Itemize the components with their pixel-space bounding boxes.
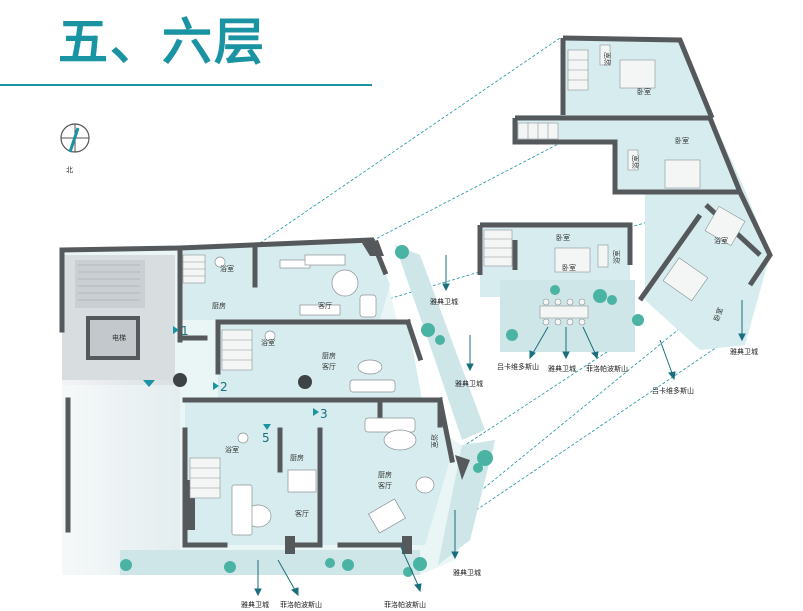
bath-label-u3: 浴室 [714, 236, 728, 245]
living-label-1: 客厅 [318, 301, 332, 310]
unit-1-marker-icon [173, 326, 179, 334]
kitchen-label-1: 厨房 [212, 301, 226, 310]
view-acropolis-1: 雅典卫城 [430, 297, 458, 306]
unit-3-label: 3 [320, 407, 328, 421]
bedroom-label-m2: 卧室 [562, 263, 576, 272]
living-label-5: 客厅 [295, 509, 309, 518]
title-underline [0, 84, 372, 86]
view-acropolis-4: 雅典卫城 [241, 600, 269, 609]
bath-label-2: 浴室 [261, 338, 275, 347]
page-title: 五、六层 [58, 13, 266, 71]
unit-2-marker-icon [213, 382, 219, 390]
lower-floor [0, 237, 495, 580]
view-lycabettus-2: 吕卡维多斯山 [652, 386, 694, 395]
view-acropolis-2: 雅典卫城 [455, 379, 483, 388]
bath-label-1: 浴室 [220, 264, 234, 273]
view-philopappos-2: 菲洛帕波斯山 [384, 600, 426, 609]
bath-label-5: 浴室 [225, 445, 239, 454]
bath-label-m1: 浴室 [612, 250, 621, 264]
view-acropolis-5: 雅典卫城 [548, 364, 576, 373]
unit-1-label: 1 [181, 324, 189, 338]
view-arrows [254, 255, 746, 597]
compass-north-label: 北 [66, 166, 73, 174]
bath-label-u1: 浴室 [603, 52, 612, 66]
view-acropolis-6: 雅典卫城 [730, 347, 758, 356]
entrance-marker-icon [143, 380, 155, 387]
compass-icon [60, 123, 90, 153]
unit-2-label: 2 [220, 380, 228, 394]
view-philopappos-3: 菲洛帕波斯山 [586, 364, 628, 373]
kitchen-label-5: 厨房 [290, 453, 304, 462]
unit-3-marker-icon [313, 408, 319, 416]
view-acropolis-3: 雅典卫城 [453, 568, 481, 577]
living-label-3: 客厅 [378, 481, 392, 490]
kitchen-label-2: 厨房 [322, 351, 336, 360]
unit-5-label: 5 [262, 431, 270, 445]
view-philopappos-1: 菲洛帕波斯山 [280, 600, 322, 609]
upper-floor-right: 浴室 卧室 卧室 浴室 浴室 卧室 [512, 35, 773, 350]
kitchen-label-3: 厨房 [378, 470, 392, 479]
unit-markers: 1 2 3 5 [143, 324, 328, 445]
bath-label-u2: 浴室 [631, 155, 640, 169]
trees [120, 245, 493, 577]
elevator-label: 电梯 [112, 333, 126, 342]
unit-5-marker-icon [263, 424, 271, 430]
upper-floor-middle: 卧室 卧室 浴室 [477, 222, 644, 352]
bedroom-label-u1: 卧室 [637, 87, 651, 96]
bedroom-label-m1: 卧室 [556, 233, 570, 242]
bedroom-label-u2: 卧室 [675, 136, 689, 145]
view-lycabettus-1: 吕卡维多斯山 [497, 362, 539, 371]
bath-label-3: 浴室 [430, 434, 439, 448]
living-label-2: 客厅 [322, 362, 336, 371]
